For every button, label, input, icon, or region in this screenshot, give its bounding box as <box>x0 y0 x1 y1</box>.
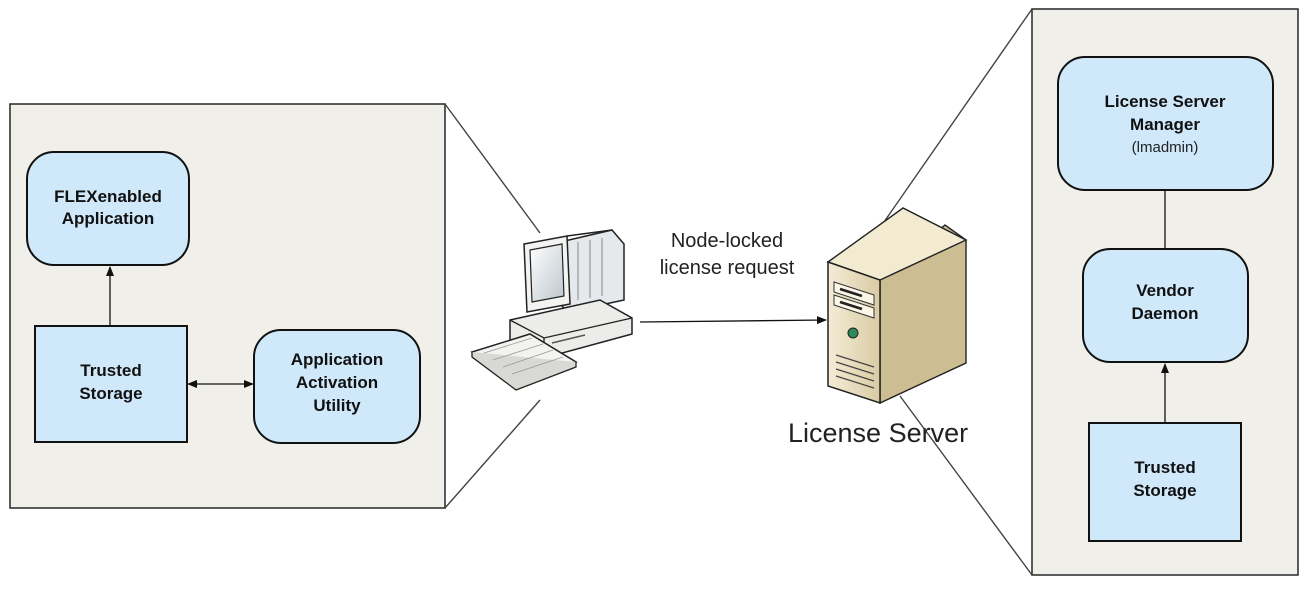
manager-line2: Manager <box>1130 115 1200 134</box>
flex-app-line1: FLEXenabled <box>54 187 162 206</box>
license-request-connection: Node-locked license request <box>639 230 827 325</box>
server-tower-icon <box>826 207 968 405</box>
activation-utility-node: Application Activation Utility <box>253 329 421 444</box>
server-trusted-storage-node: Trusted Storage <box>1088 422 1242 542</box>
request-label-line2: license request <box>660 257 795 279</box>
activation-line2: Activation <box>296 373 378 392</box>
request-label-line1: Node-locked <box>671 230 783 252</box>
vendor-line2: Daemon <box>1131 304 1198 323</box>
license-server-manager-node: License Server Manager (lmadmin) <box>1057 56 1274 191</box>
server-storage-line1: Trusted <box>1134 458 1195 477</box>
manager-line1: License Server <box>1105 92 1226 111</box>
manager-line3: (lmadmin) <box>1132 139 1199 156</box>
client-trusted-storage-node: Trusted Storage <box>34 325 188 443</box>
activation-line3: Utility <box>313 396 361 415</box>
flex-app-line2: Application <box>62 209 155 228</box>
activation-line1: Application <box>291 350 384 369</box>
license-server-label: License Server <box>788 418 968 448</box>
client-storage-line2: Storage <box>79 384 142 403</box>
flexenabled-application-node: FLEXenabled Application <box>26 151 190 266</box>
vendor-daemon-node: Vendor Daemon <box>1082 248 1249 363</box>
client-storage-line1: Trusted <box>80 361 141 380</box>
vendor-line1: Vendor <box>1136 281 1194 300</box>
request-arrow <box>639 316 827 325</box>
desktop-computer-icon <box>470 229 633 391</box>
server-storage-line2: Storage <box>1133 481 1196 500</box>
